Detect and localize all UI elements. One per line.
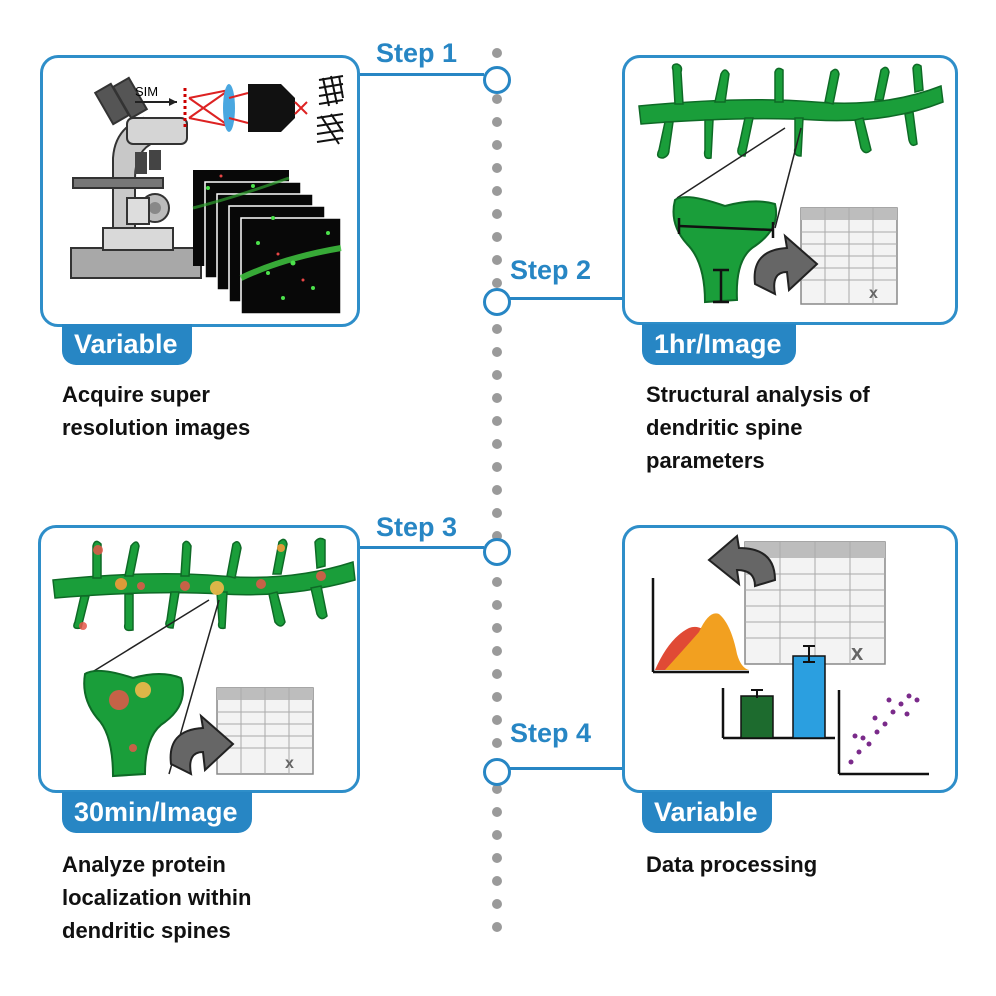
spine-head-icon xyxy=(83,669,184,778)
timeline-dot xyxy=(492,715,502,725)
dendrite-shape xyxy=(638,63,944,160)
step-4-connector xyxy=(508,767,624,770)
step-2-node xyxy=(483,288,511,316)
step-2-description: Structural analysis of dendritic spine p… xyxy=(646,378,870,477)
timeline-dot xyxy=(492,508,502,518)
step-2-card: x xyxy=(622,55,958,325)
timeline-dot xyxy=(492,324,502,334)
step-1-connector xyxy=(358,73,484,76)
timeline-dot xyxy=(492,623,502,633)
description-line: dendritic spine xyxy=(646,415,803,440)
timeline-dot xyxy=(492,600,502,610)
curved-arrow-icon xyxy=(753,233,819,296)
spreadsheet-icon: x xyxy=(800,207,898,305)
timeline-dot xyxy=(492,876,502,886)
timeline-dot xyxy=(492,117,502,127)
microscope-icon xyxy=(70,76,202,279)
scatter-plot xyxy=(837,690,929,776)
timeline-dot xyxy=(492,255,502,265)
timeline-dot xyxy=(492,347,502,357)
timeline-dot xyxy=(492,485,502,495)
step-2-label: Step 2 xyxy=(510,255,592,285)
timeline-dot xyxy=(492,163,502,173)
timeline-dot xyxy=(492,186,502,196)
spreadsheet-x-text: x xyxy=(851,640,864,665)
step-3-description: Analyze protein localization within dend… xyxy=(62,848,251,947)
bar-chart xyxy=(721,645,835,740)
description-line: dendritic spines xyxy=(62,918,231,943)
step-4-label: Step 4 xyxy=(510,718,592,748)
description-line: resolution images xyxy=(62,415,251,440)
description-line: Structural analysis of xyxy=(646,382,870,407)
timeline-dot xyxy=(492,738,502,748)
step-1-label: Step 1 xyxy=(376,38,458,68)
protein-localization-illustration: x xyxy=(52,537,356,778)
timeline-dot xyxy=(492,48,502,58)
spreadsheet-icon: x xyxy=(216,687,314,775)
step-4-node xyxy=(483,758,511,786)
step-1-node xyxy=(483,66,511,94)
step-2-time-badge: 1hr/Image xyxy=(642,324,796,365)
step-1-card: SIM xyxy=(40,55,360,327)
timeline-dot xyxy=(492,692,502,702)
step-3-card: x xyxy=(38,525,360,793)
timeline-dot xyxy=(492,899,502,909)
spine-head-icon xyxy=(672,196,777,304)
timeline-dot xyxy=(492,393,502,403)
timeline-dot xyxy=(492,807,502,817)
timeline-dot xyxy=(492,577,502,587)
step-1-time-badge: Variable xyxy=(62,324,192,365)
timeline-dot xyxy=(492,646,502,656)
description-line: Analyze protein xyxy=(62,852,226,877)
curved-arrow-icon xyxy=(707,534,777,588)
description-line: Acquire super xyxy=(62,382,210,407)
timeline-dot xyxy=(492,439,502,449)
timeline-dot xyxy=(492,531,502,541)
timeline-dot xyxy=(492,416,502,426)
distribution-plot xyxy=(651,578,749,674)
timeline-dot xyxy=(492,669,502,679)
dendrite-analysis-illustration: x xyxy=(638,63,944,305)
step-3-node xyxy=(483,538,511,566)
timeline-dot xyxy=(492,370,502,380)
step-3-time-badge: 30min/Image xyxy=(62,792,252,833)
timeline-dot xyxy=(492,232,502,242)
step-4-description: Data processing xyxy=(646,848,817,881)
timeline-dot xyxy=(492,278,502,288)
timeline-dot xyxy=(492,209,502,219)
timeline-dot xyxy=(492,784,502,794)
step-3-label: Step 3 xyxy=(376,512,458,542)
step-1-description: Acquire super resolution images xyxy=(62,378,250,444)
data-processing-illustration: x xyxy=(651,534,929,776)
sim-text: SIM xyxy=(135,84,158,99)
timeline-dot xyxy=(492,922,502,932)
pattern-icon xyxy=(316,75,344,145)
timeline-dot xyxy=(492,94,502,104)
description-line: localization within xyxy=(62,885,252,910)
microscope-illustration: SIM xyxy=(70,75,344,315)
curved-arrow-icon xyxy=(169,713,235,776)
fluorescence-image-stack xyxy=(192,170,342,315)
dendrite-shape xyxy=(52,537,356,632)
step-4-card: x xyxy=(622,525,958,793)
timeline-dot xyxy=(492,830,502,840)
step-2-connector xyxy=(508,297,624,300)
step-4-time-badge: Variable xyxy=(642,792,772,833)
spreadsheet-x-text: x xyxy=(285,755,294,772)
step-3-connector xyxy=(358,546,484,549)
spreadsheet-x-text: x xyxy=(869,285,878,302)
description-line: Data processing xyxy=(646,852,818,877)
timeline-dot xyxy=(492,853,502,863)
description-line: parameters xyxy=(646,448,765,473)
protein-puncta xyxy=(79,544,326,630)
timeline-dot xyxy=(492,140,502,150)
timeline-dot xyxy=(492,462,502,472)
